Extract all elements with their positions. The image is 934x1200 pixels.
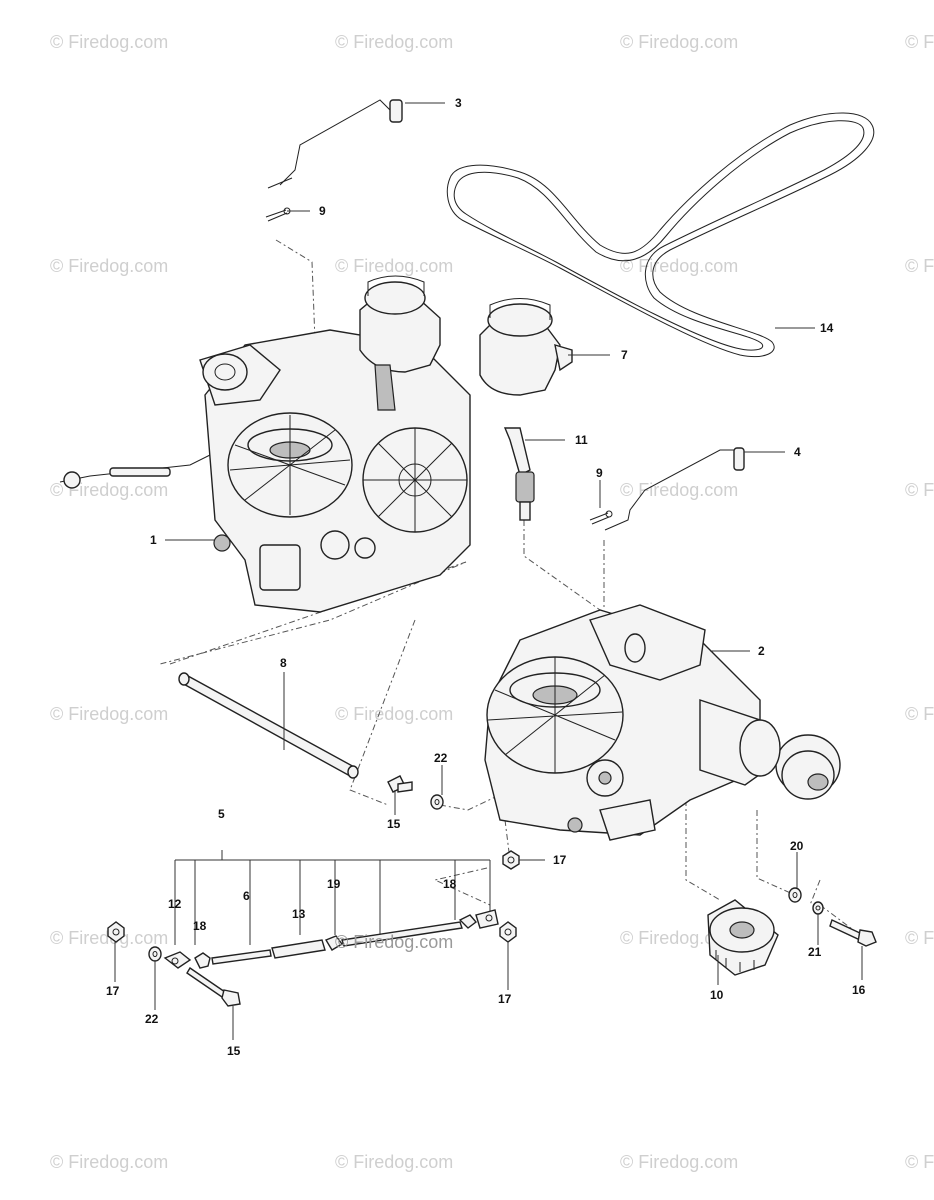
watermark-text: © Firedog.com xyxy=(620,32,738,52)
nut-18-left xyxy=(194,952,211,969)
callout-1: 1 xyxy=(150,533,157,547)
oil-filter xyxy=(707,899,779,976)
watermark-text: © Firedog.com xyxy=(905,704,934,724)
nut-17-right xyxy=(499,921,517,943)
watermark-text: © Firedog.com xyxy=(335,256,453,276)
callout-5: 5 xyxy=(218,807,225,821)
washer-22-lower xyxy=(148,946,162,962)
threaded-rod-long xyxy=(341,921,463,947)
washer-20 xyxy=(788,887,802,903)
watermark-text: © Firedog.com xyxy=(50,256,168,276)
watermark-text: © Firedog.com xyxy=(905,32,934,52)
watermark-text: © Firedog.com xyxy=(50,928,168,948)
rod-end-12 xyxy=(163,951,192,969)
watermark-text: © Firedog.com xyxy=(50,480,168,500)
callout-8: 8 xyxy=(280,656,287,670)
callout-17-right: 17 xyxy=(498,992,512,1006)
transmission-left xyxy=(59,275,471,613)
callout-18-right: 18 xyxy=(443,877,457,891)
nut-19 xyxy=(324,935,344,951)
callout-9-upper: 9 xyxy=(319,204,326,218)
callout-labels: 3 9 14 7 11 4 9 1 2 8 22 15 5 17 20 12 1… xyxy=(106,96,866,1058)
callout-6: 6 xyxy=(243,889,250,903)
bolt-15-lower xyxy=(186,967,241,1007)
sleeve-13 xyxy=(271,939,326,959)
watermark-text: © Firedog.com xyxy=(335,32,453,52)
oil-reservoir xyxy=(479,298,573,396)
callout-17-left: 17 xyxy=(106,984,120,998)
transmission-right xyxy=(484,604,841,841)
watermark-text: © Firedog.com xyxy=(620,480,738,500)
watermark-text-overlay: © Firedog.com xyxy=(335,932,453,952)
control-rod-right xyxy=(604,447,745,531)
watermark-text: © Firedog.com xyxy=(620,256,738,276)
threaded-rod-6 xyxy=(211,949,272,965)
watermark-text: © Firedog.com xyxy=(620,1152,738,1172)
drive-belt xyxy=(446,112,875,357)
watermark-grid: © Firedog.com © Firedog.com © Firedog.co… xyxy=(50,32,934,1172)
watermark-text: © Firedog.com xyxy=(905,256,934,276)
callout-22-upper: 22 xyxy=(434,751,448,765)
long-shaft xyxy=(178,672,359,779)
callout-14: 14 xyxy=(820,321,834,335)
callout-17-mid: 17 xyxy=(553,853,567,867)
callout-7: 7 xyxy=(621,348,628,362)
nut-17-left xyxy=(107,921,125,943)
callout-3: 3 xyxy=(455,96,462,110)
callout-21: 21 xyxy=(808,945,822,959)
callout-2: 2 xyxy=(758,644,765,658)
rod-end-right xyxy=(475,909,499,929)
linkage-assembly xyxy=(107,850,520,1007)
callout-4: 4 xyxy=(794,445,801,459)
cotter-pin xyxy=(265,207,291,222)
control-rod-upper xyxy=(267,99,403,189)
callout-16: 16 xyxy=(852,983,866,997)
callout-13: 13 xyxy=(292,907,306,921)
bolt-16 xyxy=(829,919,877,947)
watermark-text: © Firedog.com xyxy=(50,32,168,52)
watermark-text: © Firedog.com xyxy=(50,1152,168,1172)
callout-10: 10 xyxy=(710,988,724,1002)
callout-11: 11 xyxy=(575,433,588,447)
watermark-text: © Firedog.com xyxy=(905,1152,934,1172)
fitting-hose xyxy=(503,427,535,521)
nut-18-right xyxy=(458,914,478,929)
callout-15-lower: 15 xyxy=(227,1044,241,1058)
callout-9-lower: 9 xyxy=(596,466,603,480)
watermark-text: © Firedog.com xyxy=(905,928,934,948)
cotter-pin xyxy=(589,510,613,525)
watermark-text: © Firedog.com xyxy=(50,704,168,724)
callout-19: 19 xyxy=(327,877,341,891)
callout-12: 12 xyxy=(168,897,182,911)
callout-22-lower: 22 xyxy=(145,1012,159,1026)
washer-21 xyxy=(812,901,824,915)
callout-20: 20 xyxy=(790,839,804,853)
callout-18-left: 18 xyxy=(193,919,207,933)
nut-17-mid xyxy=(502,850,520,870)
watermark-text: © Firedog.com xyxy=(335,1152,453,1172)
watermark-text: © Firedog.com xyxy=(905,480,934,500)
washer-upper xyxy=(430,794,444,810)
bolt-upper xyxy=(387,775,413,793)
leader-lines xyxy=(114,102,863,1040)
callout-15-upper: 15 xyxy=(387,817,401,831)
watermark-text: © Firedog.com xyxy=(335,704,453,724)
